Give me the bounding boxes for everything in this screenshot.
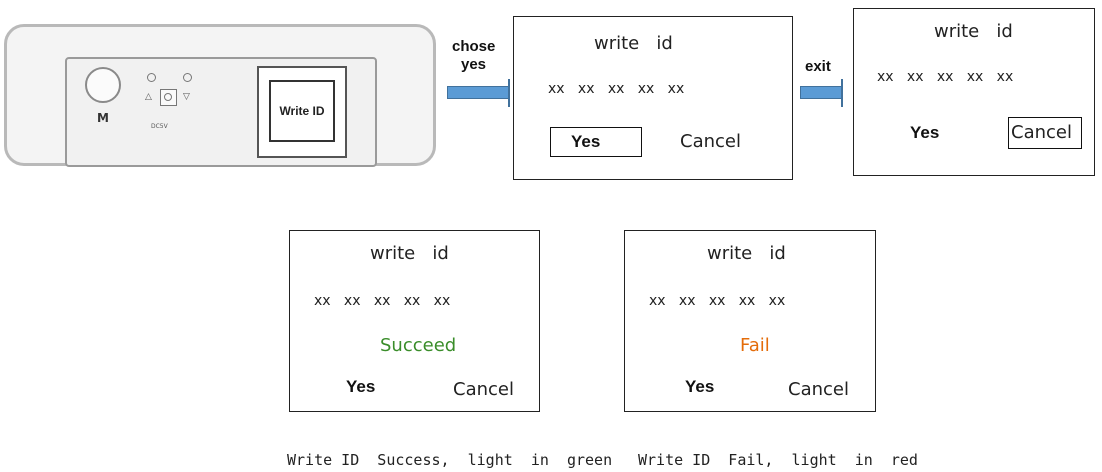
dc-jack-icon — [160, 89, 177, 106]
dialog-write-id-cancel-selected: write id xx xx xx xx xx Yes Cancel — [853, 8, 1095, 176]
up-triangle-icon: △ — [145, 92, 152, 102]
arrow-head-icon — [841, 79, 843, 107]
m-button-label: M — [97, 111, 109, 125]
device-body: M △ ▽ DC5V Write ID — [4, 24, 436, 167]
dialog-title: write id — [934, 21, 1013, 42]
arrow-right-icon — [800, 86, 842, 99]
yes-button[interactable]: Yes — [685, 377, 715, 396]
dialog-write-id-yes-selected: write id xx xx xx xx xx Yes Cancel — [513, 16, 793, 180]
id-values: xx xx xx xx xx — [548, 81, 685, 97]
status-fail: Fail — [740, 335, 770, 356]
down-triangle-icon: ▽ — [183, 92, 190, 102]
arrow-label-chose: chose — [452, 38, 496, 55]
dialog-title: write id — [594, 33, 673, 54]
yes-button[interactable]: Yes — [346, 377, 376, 396]
id-values: xx xx xx xx xx — [314, 293, 451, 309]
status-succeed: Succeed — [380, 335, 457, 356]
caption-fail: Write ID Fail, light in red — [638, 451, 918, 469]
arrow-right-icon — [447, 86, 509, 99]
yes-button[interactable]: Yes — [910, 123, 940, 142]
cancel-button[interactable]: Cancel — [1008, 117, 1082, 149]
cancel-button[interactable]: Cancel — [453, 379, 514, 400]
dialog-title: write id — [370, 243, 449, 264]
m-button[interactable] — [85, 67, 121, 103]
id-values: xx xx xx xx xx — [649, 293, 786, 309]
arrow-label-exit: exit — [805, 58, 831, 75]
arrow-head-icon — [508, 79, 510, 107]
device-screen-label: Write ID — [279, 104, 325, 118]
cancel-button[interactable]: Cancel — [680, 131, 741, 152]
dialog-write-id-succeed: write id xx xx xx xx xx Succeed Yes Canc… — [289, 230, 540, 412]
device-panel: M △ ▽ DC5V Write ID — [65, 57, 377, 167]
id-values: xx xx xx xx xx — [877, 69, 1014, 85]
led-left-icon — [147, 73, 156, 82]
caption-success: Write ID Success, light in green — [287, 451, 613, 469]
dialog-write-id-fail: write id xx xx xx xx xx Fail Yes Cancel — [624, 230, 876, 412]
dialog-title: write id — [707, 243, 786, 264]
device-screen: Write ID — [269, 80, 335, 142]
cancel-button[interactable]: Cancel — [788, 379, 849, 400]
arrow-label-yes: yes — [461, 56, 487, 73]
dc-label: DC5V — [151, 123, 168, 130]
device-screen-frame: Write ID — [257, 66, 347, 158]
led-right-icon — [183, 73, 192, 82]
yes-button[interactable]: Yes — [550, 127, 642, 157]
